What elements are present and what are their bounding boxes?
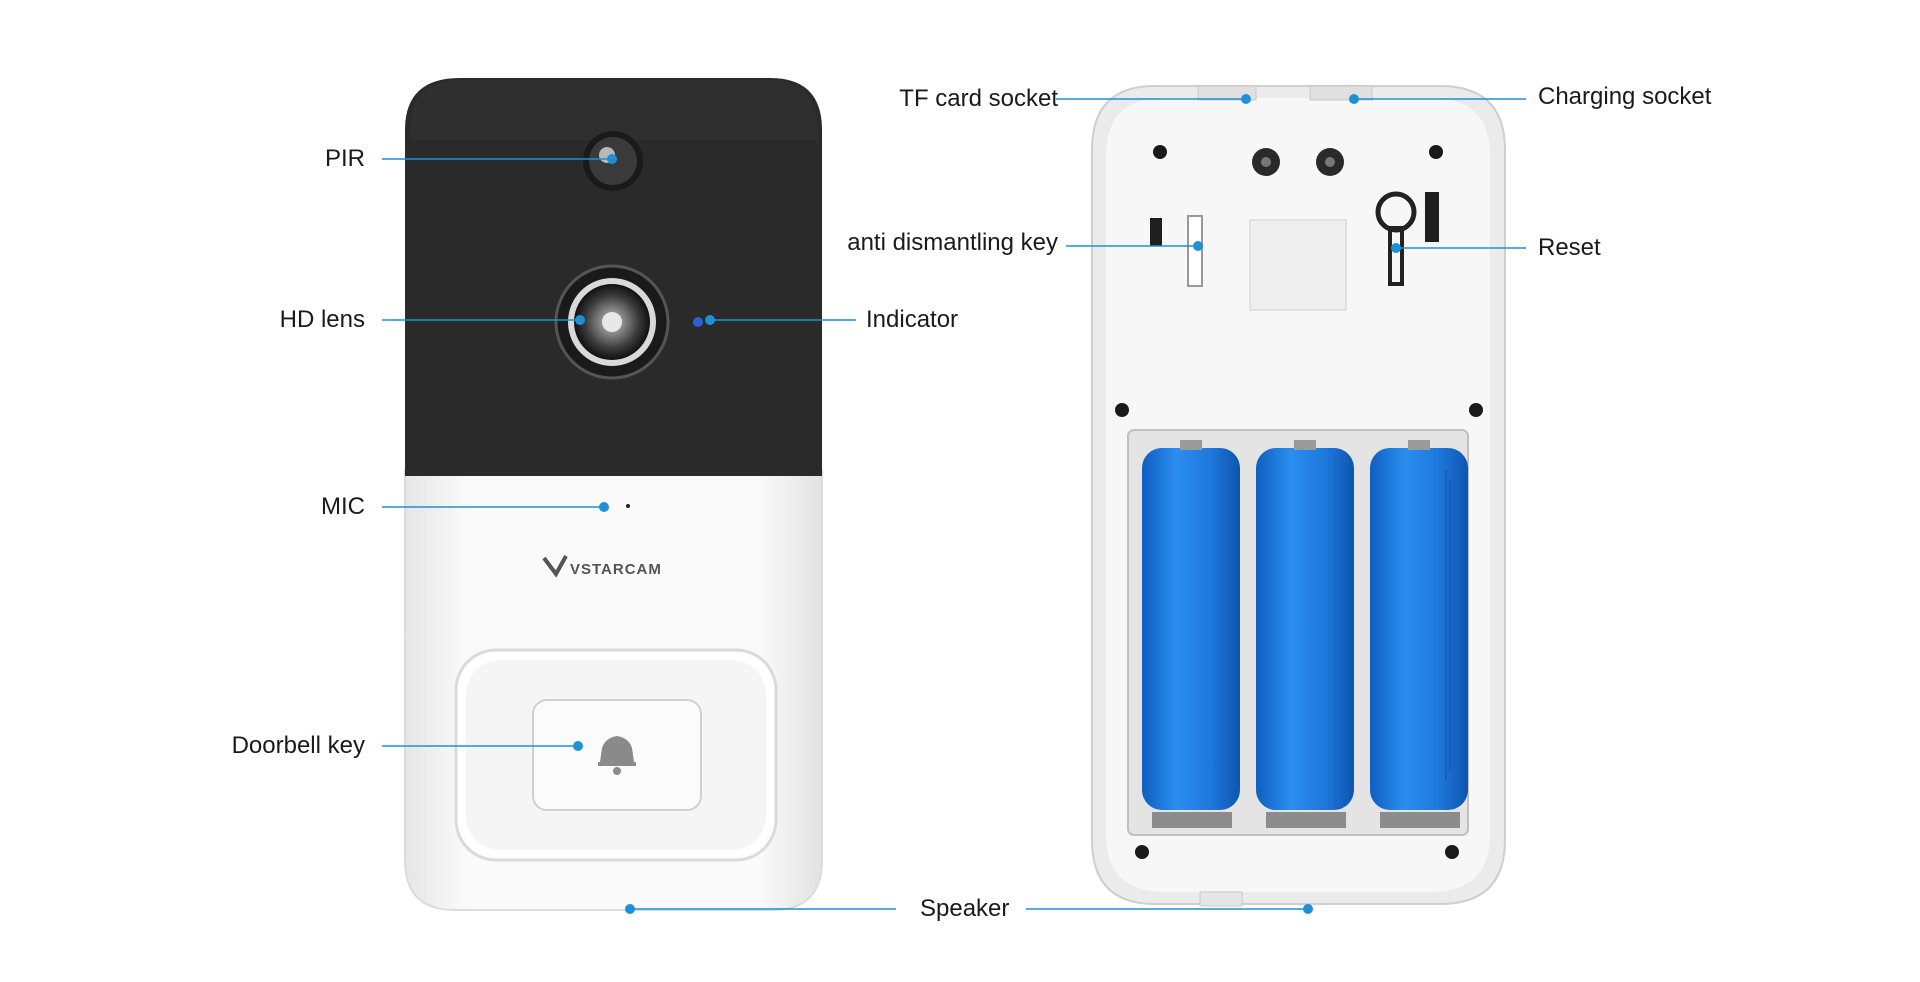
charging-socket [1309,85,1373,101]
back-doorbell [1091,85,1506,907]
brand-logo: VSTARCAM [542,555,662,578]
label-charging-socket: Charging socket [1538,83,1712,110]
label-hd-lens: HD lens [279,306,365,333]
label-speaker: Speaker [920,895,1010,922]
label-reset: Reset [1538,234,1601,261]
label-doorbell-key: Doorbell key [231,732,365,759]
leader-lines [382,94,1526,914]
tf-card-socket [1197,85,1257,101]
hd-lens [554,264,670,380]
battery-1 [1142,440,1240,828]
front-doorbell: VSTARCAM [404,78,823,911]
brand-text: VSTARCAM [570,561,662,578]
battery-2 [1256,440,1354,828]
label-pir: PIR [324,145,365,172]
label-mic: MIC [321,493,365,520]
label-indicator: Indicator [866,306,959,333]
label-tf-card-socket: TF card socket [899,85,1058,112]
battery-3 [1370,440,1468,828]
indicator-light [693,317,703,327]
bell-icon [598,736,636,775]
reset-keyhole [1375,191,1417,286]
screws [1115,145,1483,859]
anti-dismantling-key [1187,215,1203,287]
mount-posts [1249,148,1347,311]
label-anti-dismantling-key: anti dismantling key [847,229,1058,256]
